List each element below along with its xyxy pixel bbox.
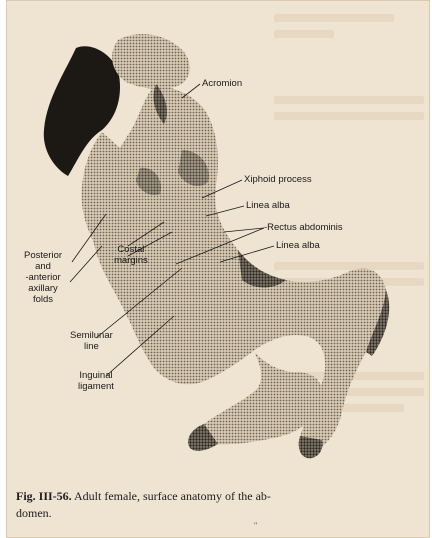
label-line: Costal [114,244,148,255]
label-line: margins [114,255,148,266]
page-mark: " [254,521,257,530]
label-xiphoid-process: Xiphoid process [244,174,312,185]
leader-line-rectus [224,228,264,232]
figure-caption: Fig. III-56. Adult female, surface anato… [16,488,420,522]
label-linea-alba-lower: Linea alba [276,240,320,251]
label-line: Posterior [24,250,62,261]
head-shape [112,34,190,89]
label-rectus-abdominis: -Rectus abdominis [264,222,343,233]
label-line: axillary [24,283,62,294]
label-acromion: Acromion [202,78,242,89]
leader-line-acromion [182,84,200,98]
torso-shape [93,84,387,453]
figure-illustration [6,0,430,480]
caption-text-line2: domen. [16,506,52,520]
label-costal-margins: Costal margins [114,244,148,266]
label-line: Semilunar [70,330,113,341]
shadow-shape [238,250,286,288]
label-line: -anterior [24,272,62,283]
label-line: and [24,261,62,272]
label-line: ligament [78,381,114,392]
leader-line-axillary [70,246,102,282]
label-line: line [70,341,113,352]
label-line: folds [24,294,62,305]
label-semilunar-line: Semilunar line [70,330,113,352]
book-page: Acromion Xiphoid process Linea alba -Rec… [6,0,430,538]
figure-number: Fig. III-56. [16,489,72,503]
label-inguinal-ligament: Inguinal ligament [78,370,114,392]
label-axillary-folds: Posterior and -anterior axillary folds [24,250,62,305]
caption-text-line1: Adult female, surface anatomy of the ab- [74,489,271,503]
label-line: Inguinal [78,370,114,381]
label-linea-alba-upper: Linea alba [246,200,290,211]
